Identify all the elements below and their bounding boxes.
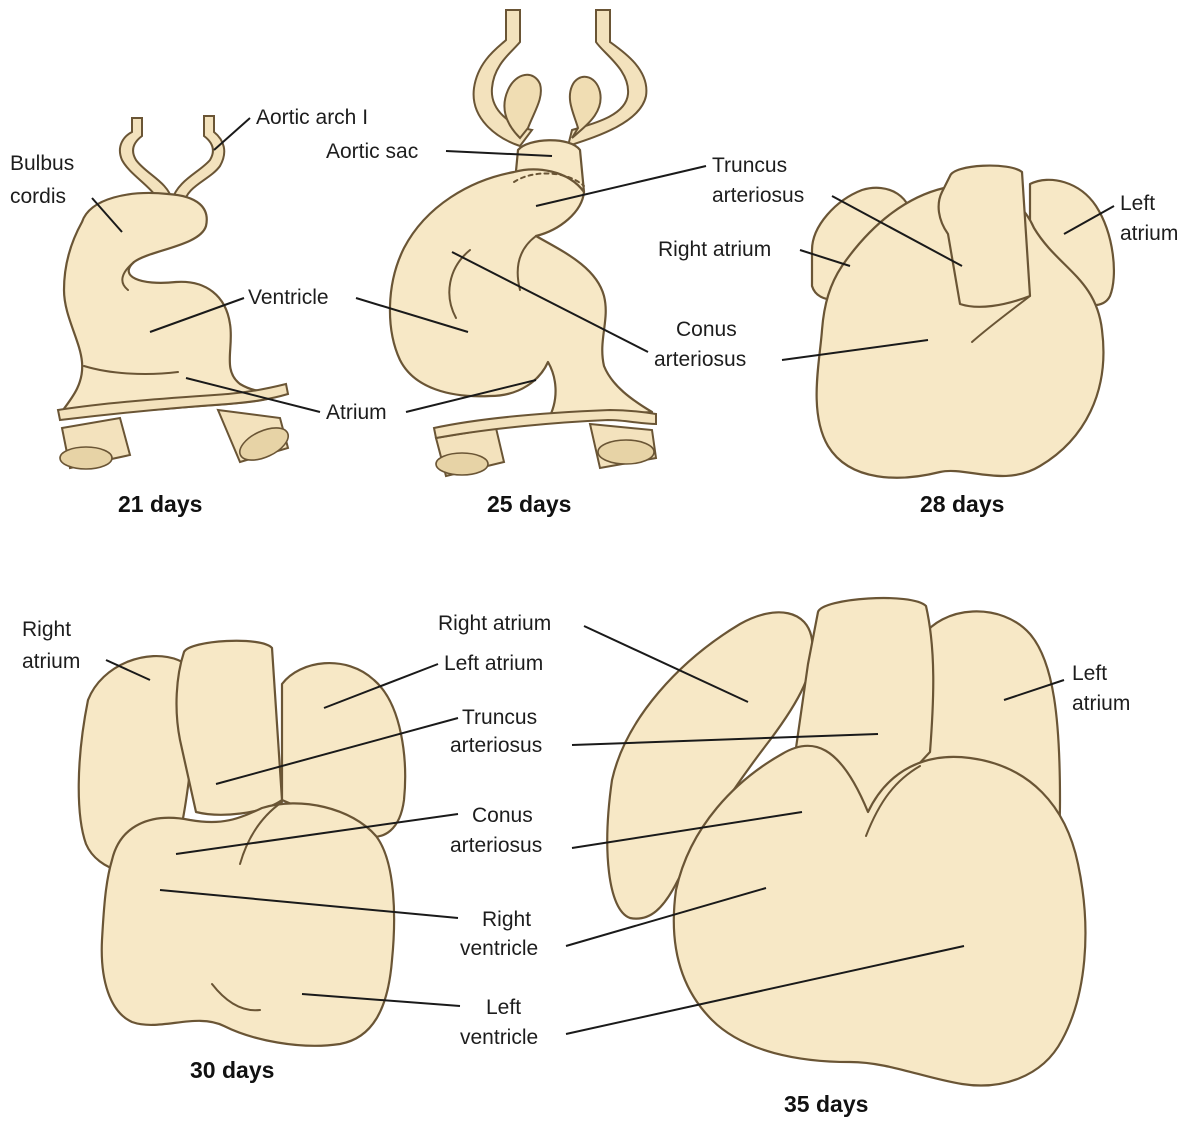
d21-atrium-label: Atrium [326,401,387,424]
d30-left-ventricle-label-1: Left [486,996,521,1019]
d30-right-atrium-label-2: atrium [22,650,80,673]
stage-label-25-days: 25 days [487,491,571,517]
d30-truncus-label-2: arteriosus [450,734,542,757]
d21-ventricle-label: Ventricle [248,286,329,309]
d30-right-atrium-label-1: Right [22,618,71,641]
d21-aortic-arch-left [120,118,172,202]
d25-heart-loop [390,169,652,420]
d28-right-atrium-label: Right atrium [658,238,771,261]
stage-label-35-days: 35 days [784,1091,868,1117]
stage-label-28-days: 28 days [920,491,1004,517]
d35-right-atrium-label: Right atrium [438,612,551,635]
d30-right-ventricle-label-2: ventricle [460,937,538,960]
heart-28-days [812,166,1114,478]
d25-truncus-label-2: arteriosus [712,184,804,207]
d25-conus-label-2: arteriosus [654,348,746,371]
d21-left-vein-lumen [60,447,112,469]
d30-conus-label-2: arteriosus [450,834,542,857]
d28-left-atrium-label-2: atrium [1120,222,1178,245]
d21-aortic-arch-label: Aortic arch I [256,106,368,129]
stage-label-21-days: 21 days [118,491,202,517]
d25-aortic-sac-label: Aortic sac [326,140,418,163]
heart-30-days [79,641,405,1046]
d25-conus-label-1: Conus [676,318,737,341]
d35-ventricles [674,746,1086,1086]
d30-truncus [177,641,282,815]
d21-aortic-arch-right [172,116,224,204]
stage-label-30-days: 30 days [190,1057,274,1083]
d25-truncus-label-1: Truncus [712,154,787,177]
heart-35-days [607,598,1085,1085]
d25-right-vein-lumen [598,440,654,464]
d35-left-atrium-label-1: Left [1072,662,1107,685]
d25-left-vein-lumen [436,453,488,475]
d30-conus-label-1: Conus [472,804,533,827]
d21-bulbus-label-2: cordis [10,185,66,208]
d30-right-ventricle-label-1: Right [482,908,531,931]
d30-left-atrium-label: Left atrium [444,652,543,675]
d28-left-atrium-label-1: Left [1120,192,1155,215]
d30-left-ventricle-label-2: ventricle [460,1026,538,1049]
d21-bulbus-label-1: Bulbus [10,152,74,175]
d30-truncus-label-1: Truncus [462,706,537,729]
d35-left-atrium-label-2: atrium [1072,692,1130,715]
